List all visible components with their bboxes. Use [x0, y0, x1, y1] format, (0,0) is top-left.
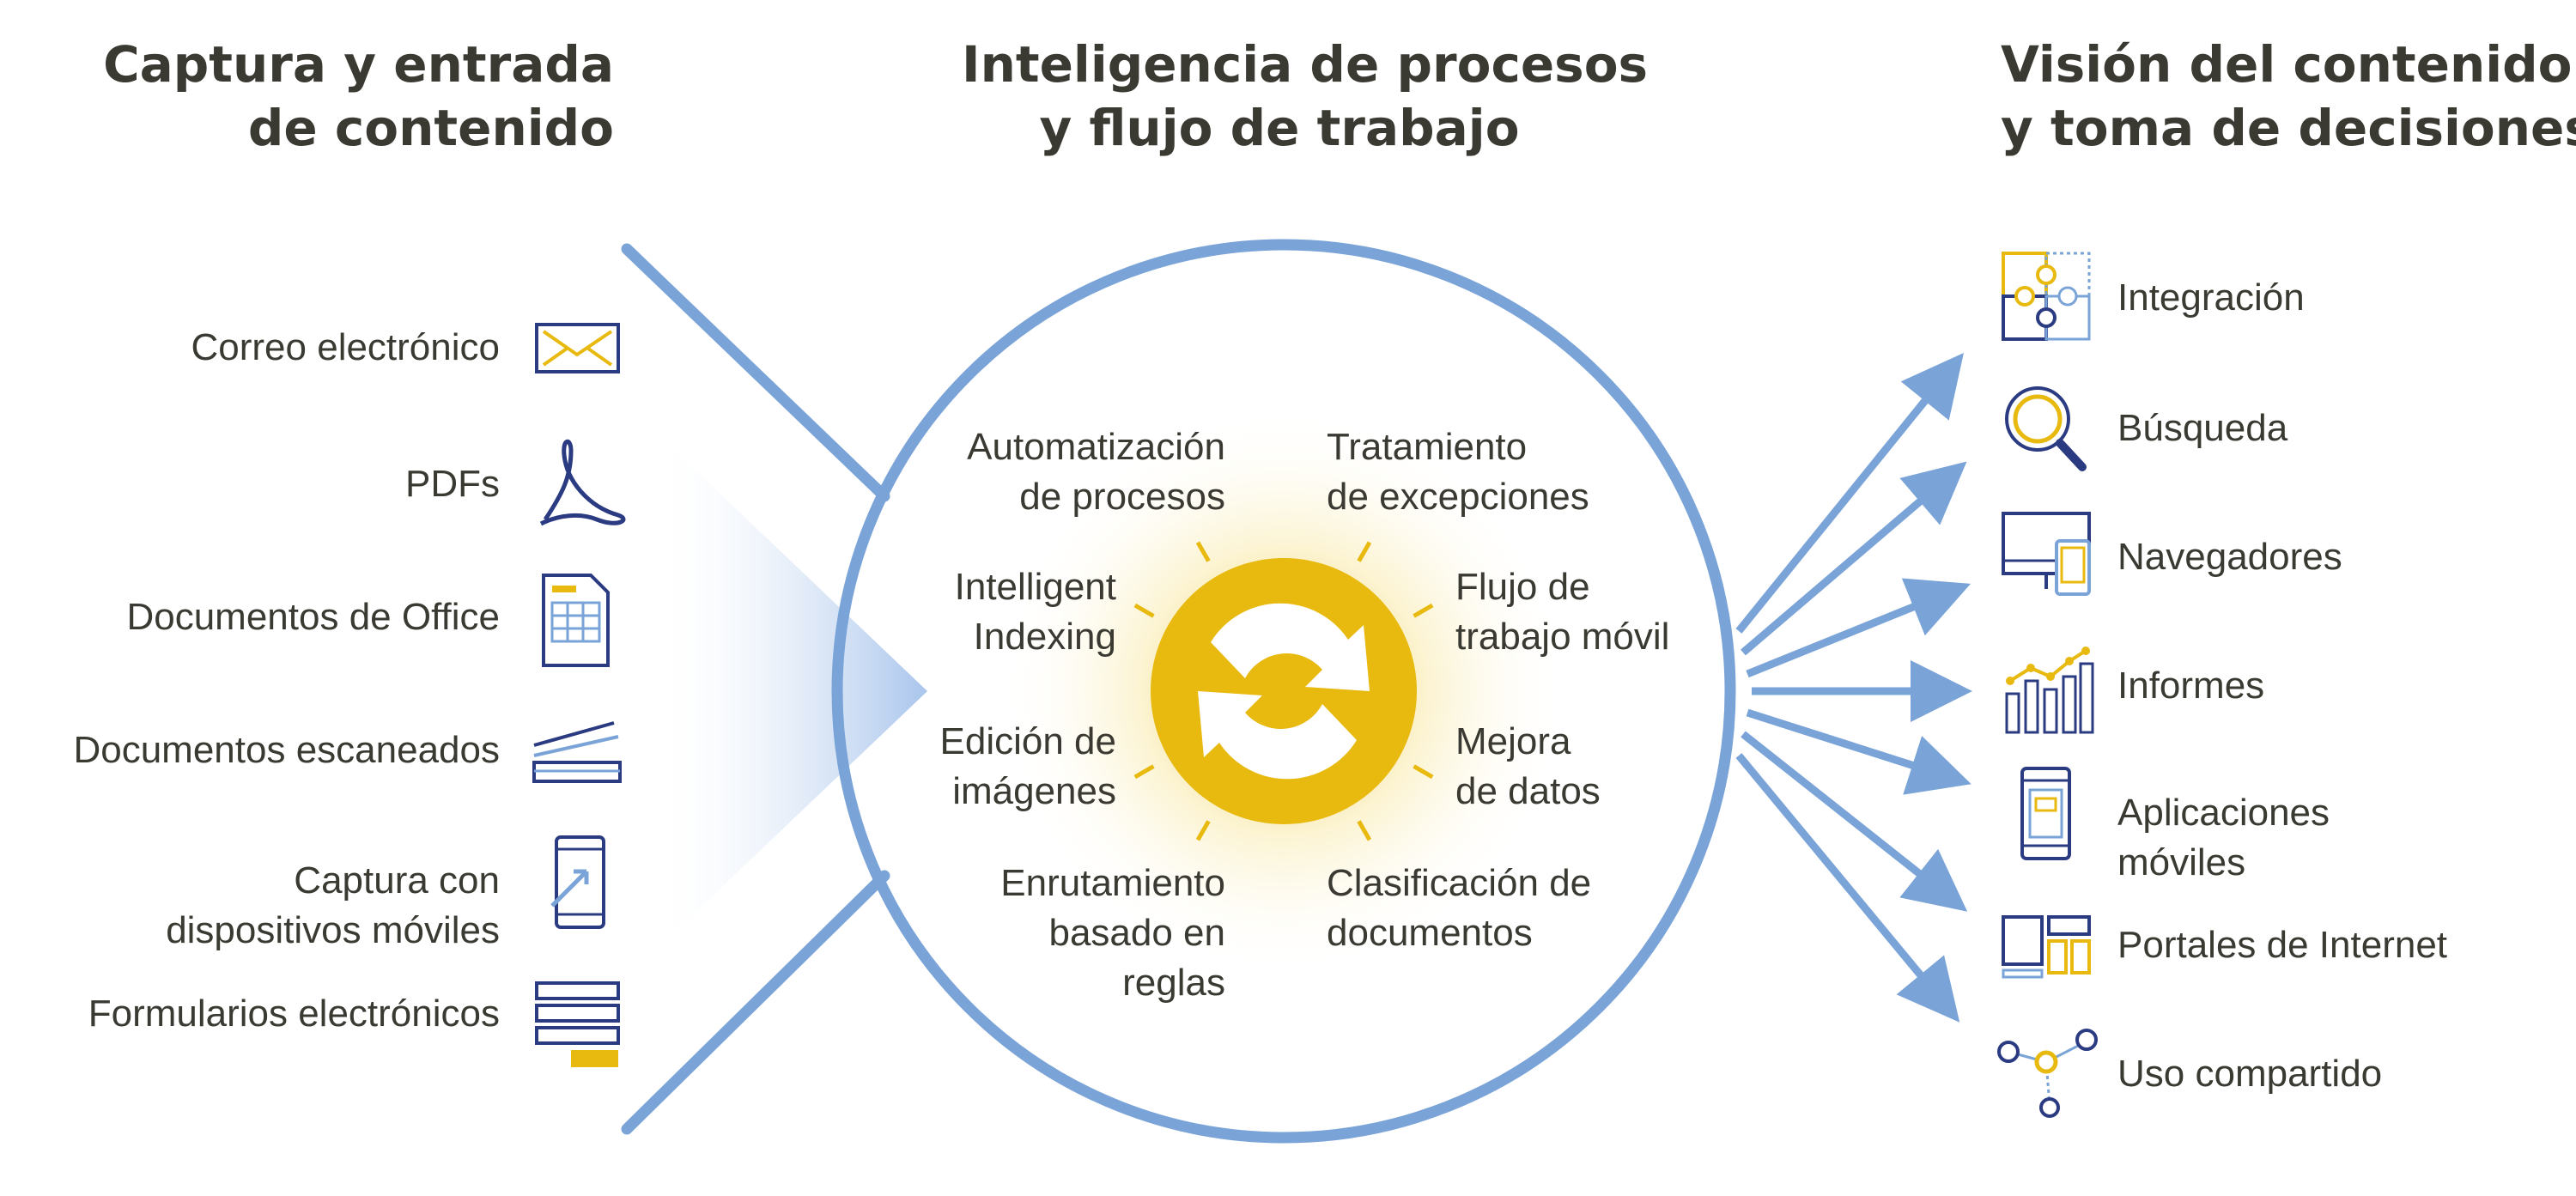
- output-arrow: [1735, 753, 1960, 1023]
- process-label-routing-line-1: Enrutamiento: [1000, 862, 1225, 904]
- mobile-capture-icon: [550, 835, 605, 929]
- output-arrow: [1746, 578, 1971, 678]
- output-label-sharing-line: Uso compartido: [2117, 1053, 2383, 1095]
- pdf-icon: [539, 439, 626, 526]
- process-label-routing-line-3: reglas: [1122, 962, 1225, 1004]
- process-label-automation-line-1: Automatización: [967, 426, 1225, 468]
- hub-ray: [1413, 764, 1434, 780]
- input-funnel: [653, 429, 927, 953]
- envelope-icon: [535, 323, 620, 373]
- output-arrow: [1741, 731, 1968, 912]
- process-label-indexing-line-2: Indexing: [973, 616, 1116, 658]
- input-label-mobile-capture-line-2: dispositivos móviles: [166, 909, 500, 951]
- output-label-search-line: Búsqueda: [2117, 407, 2288, 449]
- header-insight: Visión del contenido y toma de decisione…: [2001, 33, 2576, 160]
- input-label-eforms: Formularios electrónicos: [88, 989, 500, 1039]
- output-label-search: Búsqueda: [2117, 404, 2287, 453]
- hub-ray: [1413, 603, 1434, 618]
- header-insight-line-1: Visión del contenido: [2001, 35, 2573, 94]
- process-circle: [831, 239, 1736, 1144]
- process-label-routing: Enrutamiento basado en reglas: [1000, 859, 1225, 1008]
- funnel-lower-line: [621, 870, 890, 1135]
- hub-ray: [1133, 603, 1155, 618]
- process-label-image-editing: Edición de imágenes: [940, 717, 1116, 817]
- output-arrows: [1735, 353, 1972, 1023]
- process-label-mobile-workflow: Flujo de trabajo móvil: [1455, 562, 1669, 662]
- share-network-icon: [1997, 1029, 2098, 1118]
- header-process-line-1: Inteligencia de procesos: [962, 35, 1649, 94]
- output-arrow: [1741, 461, 1967, 656]
- output-label-browsers: Navegadores: [2117, 532, 2342, 582]
- form-icon: [535, 981, 620, 1067]
- input-label-mobile-capture-line-1: Captura con: [294, 859, 500, 902]
- header-process: Inteligencia de procesos y flujo de trab…: [962, 33, 1649, 160]
- process-label-exceptions-line-2: de excepciones: [1327, 476, 1589, 518]
- input-label-office: Documentos de Office: [126, 592, 500, 642]
- output-arrow: [1735, 353, 1964, 634]
- input-label-email-line: Correo electrónico: [191, 326, 501, 368]
- output-label-integration-line: Integración: [2117, 276, 2305, 319]
- process-label-classification: Clasificación de documentos: [1327, 859, 1591, 958]
- output-arrow: [1746, 708, 1971, 795]
- input-label-scanned-line: Documentos escaneados: [73, 729, 500, 771]
- input-label-pdfs: PDFs: [405, 459, 500, 509]
- output-label-mobile-apps-line-1: Aplicaciones: [2117, 792, 2330, 834]
- input-label-email: Correo electrónico: [191, 323, 501, 373]
- process-label-image-editing-line-1: Edición de: [939, 720, 1116, 762]
- header-capture: Captura y entrada de contenido: [103, 33, 614, 160]
- process-label-automation: Automatización de procesos: [967, 422, 1225, 522]
- magnifier-icon: [2005, 386, 2087, 471]
- funnel-upper-line: [621, 243, 890, 502]
- header-insight-line-2: y toma de decisiones: [2001, 99, 2576, 157]
- process-label-mobile-workflow-line-2: trabajo móvil: [1455, 616, 1670, 658]
- process-label-data-enhancement-line-2: de datos: [1455, 770, 1601, 812]
- process-label-classification-line-2: documentos: [1327, 912, 1533, 954]
- office-document-icon: [542, 574, 610, 667]
- mobile-app-icon: [2020, 767, 2071, 860]
- process-label-image-editing-line-2: imágenes: [952, 770, 1116, 812]
- refresh-cycle-icon: [1151, 558, 1417, 824]
- header-capture-line-2: de contenido: [247, 99, 614, 157]
- portal-icon: [2002, 915, 2091, 979]
- process-label-exceptions-line-1: Tratamiento: [1327, 426, 1528, 468]
- input-label-scanned: Documentos escaneados: [73, 725, 500, 775]
- process-label-automation-line-2: de procesos: [1019, 476, 1225, 518]
- output-label-portals: Portales de Internet: [2117, 920, 2447, 970]
- input-label-pdfs-line: PDFs: [405, 463, 500, 505]
- process-label-mobile-workflow-line-1: Flujo de: [1455, 566, 1590, 608]
- report-chart-icon: [2005, 647, 2094, 734]
- output-label-portals-line: Portales de Internet: [2117, 924, 2448, 966]
- output-label-browsers-line: Navegadores: [2117, 536, 2342, 578]
- process-label-classification-line-1: Clasificación de: [1327, 862, 1592, 904]
- input-label-office-line: Documentos de Office: [126, 596, 500, 638]
- output-label-reports-line: Informes: [2117, 665, 2265, 707]
- hub-ray: [1357, 820, 1372, 841]
- output-label-sharing: Uso compartido: [2117, 1049, 2382, 1099]
- output-label-mobile-apps: Aplicaciones móviles: [2117, 788, 2330, 888]
- hub-ray: [1195, 541, 1211, 562]
- hub-ray: [1195, 820, 1211, 841]
- output-label-integration: Integración: [2117, 273, 2305, 323]
- input-label-eforms-line: Formularios electrónicos: [88, 993, 500, 1035]
- puzzle-icon: [2002, 252, 2091, 341]
- process-label-data-enhancement-line-1: Mejora: [1455, 720, 1571, 762]
- process-label-exceptions: Tratamiento de excepciones: [1327, 422, 1589, 522]
- hub-ray: [1357, 541, 1372, 562]
- hub-ray: [1133, 764, 1155, 780]
- input-label-mobile-capture: Captura con dispositivos móviles: [166, 856, 500, 956]
- devices-icon: [2002, 512, 2091, 596]
- process-label-data-enhancement: Mejora de datos: [1455, 717, 1601, 817]
- output-label-mobile-apps-line-2: móviles: [2117, 841, 2246, 883]
- output-label-reports: Informes: [2117, 661, 2264, 711]
- process-label-routing-line-2: basado en: [1048, 912, 1225, 954]
- process-label-indexing: Intelligent Indexing: [955, 562, 1116, 662]
- process-label-indexing-line-1: Intelligent: [954, 566, 1116, 608]
- hub-rays: [1133, 541, 1434, 841]
- header-process-line-2: y flujo de trabajo: [1039, 99, 1520, 157]
- scanner-icon: [532, 721, 622, 783]
- header-capture-line-1: Captura y entrada: [103, 35, 614, 94]
